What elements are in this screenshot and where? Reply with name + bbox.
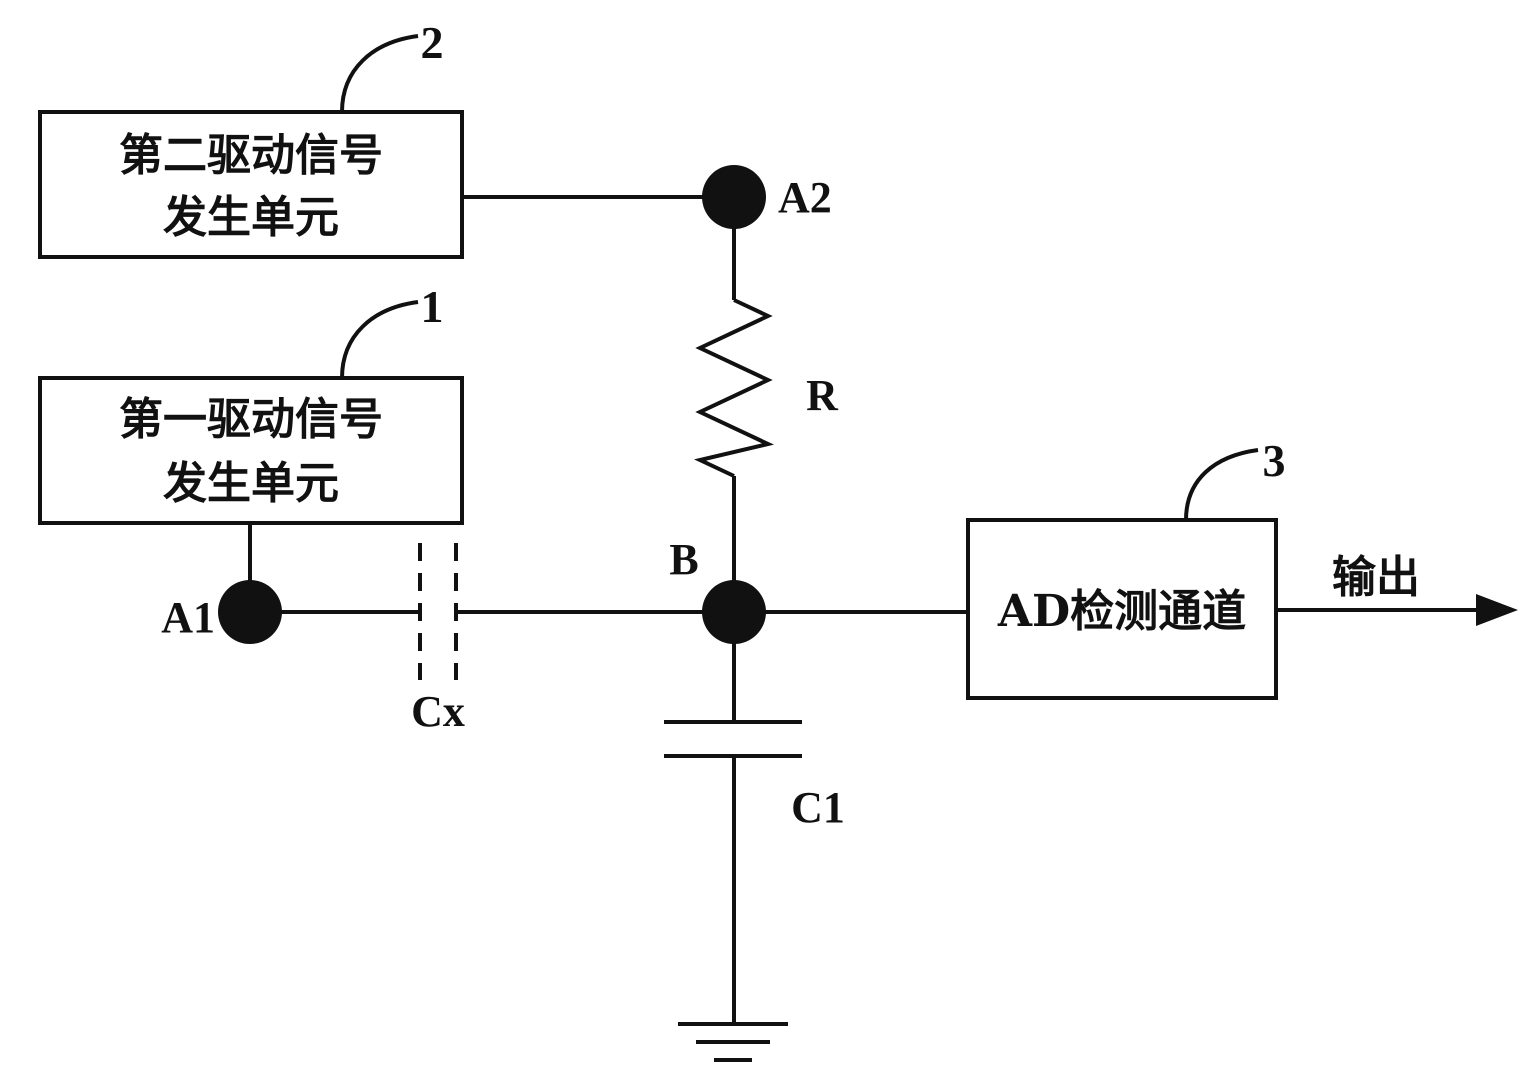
second-driver-block: 第二驱动信号 发生单元 <box>40 112 462 257</box>
first-driver-label-line2: 发生单元 <box>163 458 339 509</box>
c1-label: C1 <box>791 783 845 832</box>
node-b <box>702 580 766 644</box>
ground-icon <box>678 1024 788 1060</box>
second-driver-leader-line <box>342 36 418 112</box>
output-label: 输出 <box>1332 552 1420 603</box>
node-a2-label: A2 <box>778 173 832 222</box>
node-a1 <box>218 580 282 644</box>
second-driver-ref-number: 2 <box>421 17 444 68</box>
output-arrow-icon <box>1476 594 1518 626</box>
cx-label: Cx <box>411 687 465 736</box>
second-driver-label-line2: 发生单元 <box>163 192 339 243</box>
node-a1-label: A1 <box>161 593 215 642</box>
resistor-r-symbol <box>700 300 768 476</box>
second-driver-label-line1: 第二驱动信号 <box>119 130 383 181</box>
ad-channel-block: AD检测通道 <box>968 520 1276 698</box>
ad-channel-label: AD检测通道 <box>997 586 1246 637</box>
first-driver-label-line1: 第一驱动信号 <box>119 394 383 445</box>
node-a2 <box>702 165 766 229</box>
ad-channel-leader-line <box>1186 450 1258 520</box>
resistor-label: R <box>806 371 839 420</box>
node-b-label: B <box>669 535 698 584</box>
first-driver-ref-number: 1 <box>421 281 444 332</box>
first-driver-block: 第一驱动信号 发生单元 <box>40 378 462 523</box>
first-driver-leader-line <box>342 302 418 378</box>
ad-channel-ref-number: 3 <box>1263 435 1286 486</box>
